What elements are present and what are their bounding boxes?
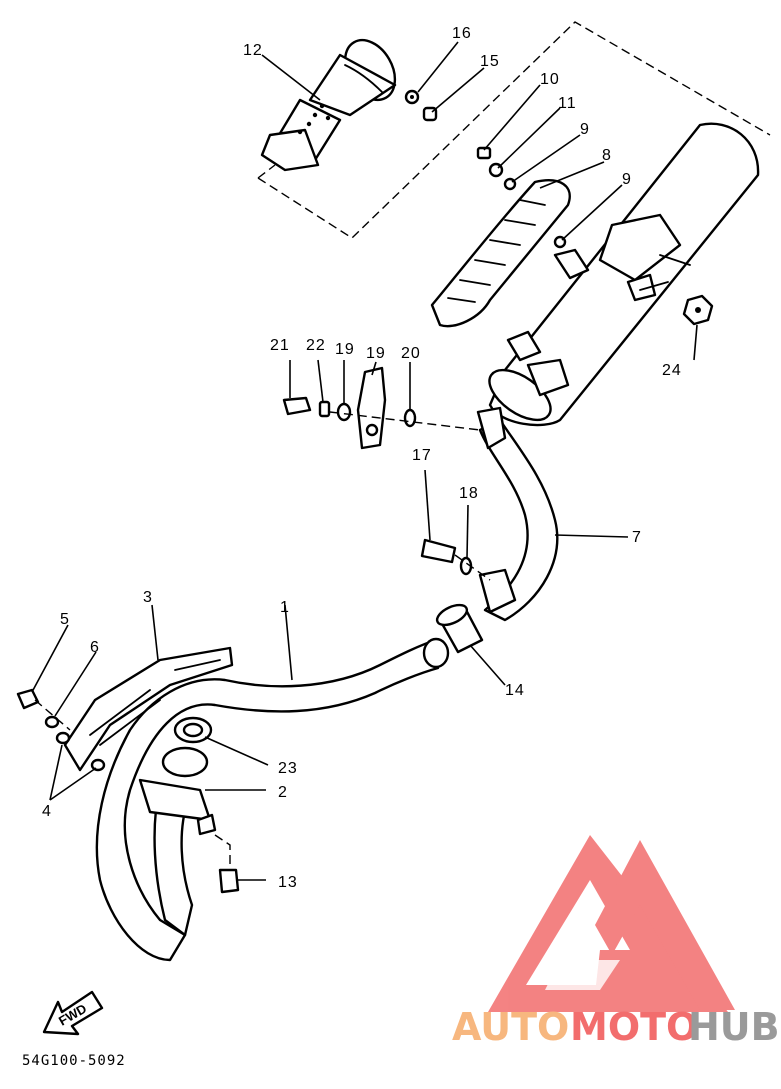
bolt-16 (420, 538, 457, 564)
callout-9-upper: 9 (580, 121, 590, 138)
diagram-code: 54G100-5092 (22, 1053, 126, 1069)
bolt-20 (282, 396, 312, 416)
callout-5: 5 (60, 611, 70, 628)
nut-24 (682, 294, 714, 326)
header-pipe-2 (138, 746, 217, 937)
protector-3 (63, 646, 234, 772)
callout-9-lower: 9 (622, 171, 632, 188)
watermark-moto: MOTO (570, 1005, 698, 1049)
bolt16-axis (454, 554, 491, 581)
callout-16: 17 (412, 447, 432, 464)
callout-19-right: 20 (401, 345, 421, 362)
callout-3: 3 (143, 589, 153, 606)
washer-6 (44, 715, 60, 729)
callout-12: 12 (243, 42, 263, 59)
callout-15: 14 (505, 682, 525, 699)
callout-4: 4 (42, 803, 52, 820)
leader-lines (31, 41, 698, 881)
watermark-auto: AUTO (452, 1005, 569, 1049)
washer-21 (318, 400, 331, 418)
callout-14: 16 (452, 25, 472, 42)
collar-19a (336, 402, 352, 422)
fwd-arrow: FWD (42, 990, 104, 1036)
assembly-outline-left (257, 164, 276, 179)
callout-10: 10 (540, 71, 560, 88)
watermark-wordmark: AUTO MOTO HUB (452, 1005, 780, 1049)
washer-14 (404, 89, 420, 105)
bolt23-axis (214, 834, 231, 870)
callout-23: 13 (278, 874, 298, 891)
bolt5-axis (34, 699, 71, 731)
exhaust-pipe-1 (95, 637, 450, 962)
bolt-5 (16, 688, 40, 710)
callout-2: 2 (278, 784, 288, 801)
callout-21: 22 (306, 337, 326, 354)
spark-arrester (260, 38, 397, 172)
callout-20: 21 (270, 337, 290, 354)
callout-19-left: 19 (335, 341, 355, 358)
bracket-axis (329, 411, 481, 431)
watermark-notch (545, 960, 620, 990)
collar-4b (90, 758, 106, 772)
watermark-hub: HUB (688, 1005, 780, 1049)
bracket-18 (356, 366, 387, 450)
muffler-inlet-pipe (476, 406, 559, 622)
heat-protector (430, 179, 571, 328)
callout-1: 1 (280, 599, 290, 616)
callout-13: 15 (480, 53, 500, 70)
watermark-triangle-inner (595, 840, 735, 1010)
callout-8: 8 (602, 147, 612, 164)
callout-17: 18 (459, 485, 479, 502)
collar-4a (55, 731, 71, 745)
fastener-10 (476, 146, 492, 160)
callout-6: 6 (90, 639, 100, 656)
callout-11: 11 (558, 95, 577, 112)
callout-24: 24 (662, 362, 682, 379)
callout-22: 23 (278, 760, 298, 777)
watermark-triangle-outer (488, 835, 728, 1012)
bolt-23 (218, 868, 240, 894)
watermark-logo (488, 835, 735, 1012)
callout-7: 7 (632, 529, 642, 546)
assembly-outline (257, 21, 771, 239)
callouts: 12 16 15 10 11 9 8 9 24 21 22 19 19 20 1… (42, 25, 682, 891)
callout-18: 19 (366, 345, 386, 362)
muffler (488, 122, 760, 427)
collar-19b (403, 408, 417, 428)
gasket-22 (173, 716, 213, 744)
gasket-15 (435, 603, 484, 654)
